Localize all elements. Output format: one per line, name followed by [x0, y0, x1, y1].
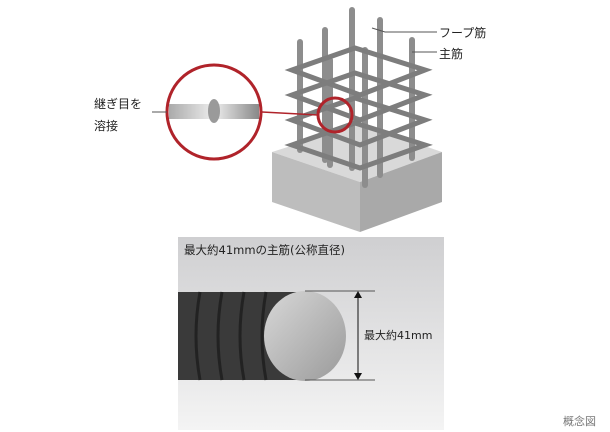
weld-magnifier	[165, 63, 263, 161]
rebar-photo	[178, 237, 444, 430]
hoop-bars	[284, 45, 433, 171]
photo-title: 最大約41mmの主筋(公称直径)	[184, 243, 346, 257]
dimension-label: 最大約41mm	[364, 329, 433, 342]
main-bar-label: 主筋	[439, 47, 464, 61]
concept-note: 概念図	[563, 415, 596, 428]
hoop-label: フープ筋	[439, 26, 487, 40]
weld-label-line2: 溶接	[94, 119, 119, 133]
weld-label-line1: 継ぎ目を	[94, 97, 143, 111]
